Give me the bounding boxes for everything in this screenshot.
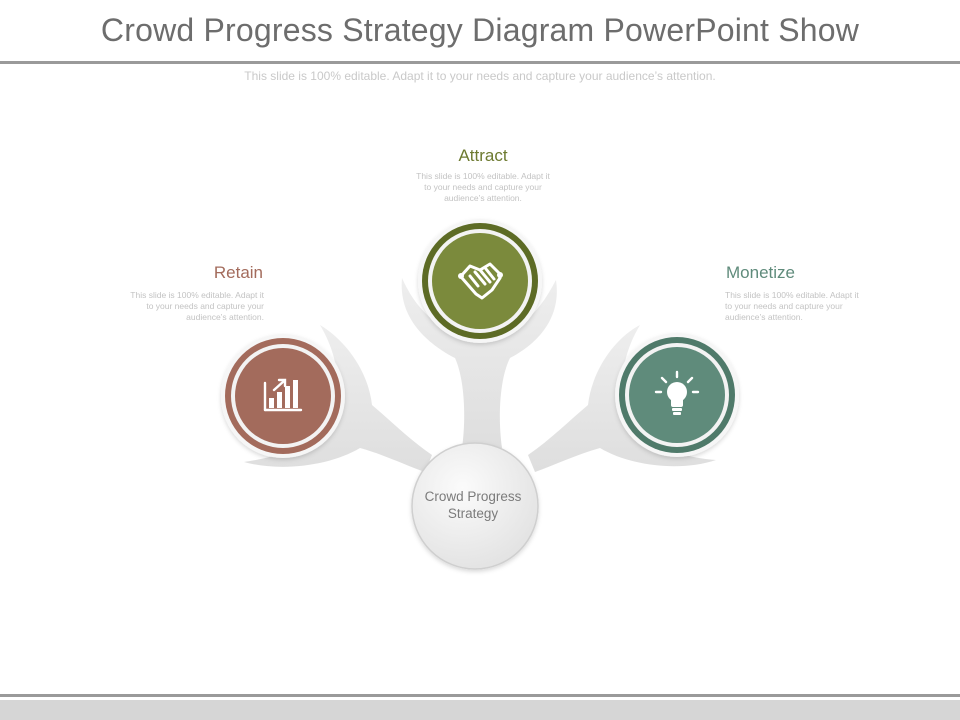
slide-title: Crowd Progress Strategy Diagram PowerPoi… [100,12,860,48]
lightbulb-icon [654,370,700,415]
footer-divider [0,694,960,697]
retain-description: This slide is 100% editable. Adapt it to… [80,290,264,323]
arm-attract [401,278,557,448]
attract-description: This slide is 100% editable. Adapt it to… [383,171,583,204]
hub-label: Crowd Progress Strategy [410,488,536,522]
retain-title: Retain [213,263,263,282]
monetize-description: This slide is 100% editable. Adapt it to… [725,290,915,323]
handshake-icon [458,262,503,300]
node-retain [221,334,345,458]
monetize-desc-line-1: This slide is 100% editable. Adapt it [725,290,859,300]
attract-desc-line-2: to your needs and capture your [424,182,542,192]
monetize-desc-line-2: to your needs and capture your [725,301,843,311]
title-divider [0,61,960,64]
attract-desc-line-3: audience’s attention. [444,193,522,203]
retain-desc-line-2: to your needs and capture your [146,301,264,311]
footer-band [0,700,960,720]
node-attract [418,219,542,343]
retain-desc-line-3: audience’s attention. [186,312,264,322]
hub-label-line-2: Strategy [447,506,499,521]
bar-chart-growth-icon [263,378,303,412]
monetize-title: Monetize [726,263,795,282]
retain-desc-line-1: This slide is 100% editable. Adapt it [130,290,264,300]
attract-desc-line-1: This slide is 100% editable. Adapt it [416,171,550,181]
hub-label-line-1: Crowd Progress [424,489,522,504]
hub-circle [411,442,539,570]
monetize-desc-line-3: audience’s attention. [725,312,803,322]
node-monetize [615,333,739,457]
slide-subtitle: This slide is 100% editable. Adapt it to… [244,69,716,83]
attract-title: Attract [458,146,508,165]
